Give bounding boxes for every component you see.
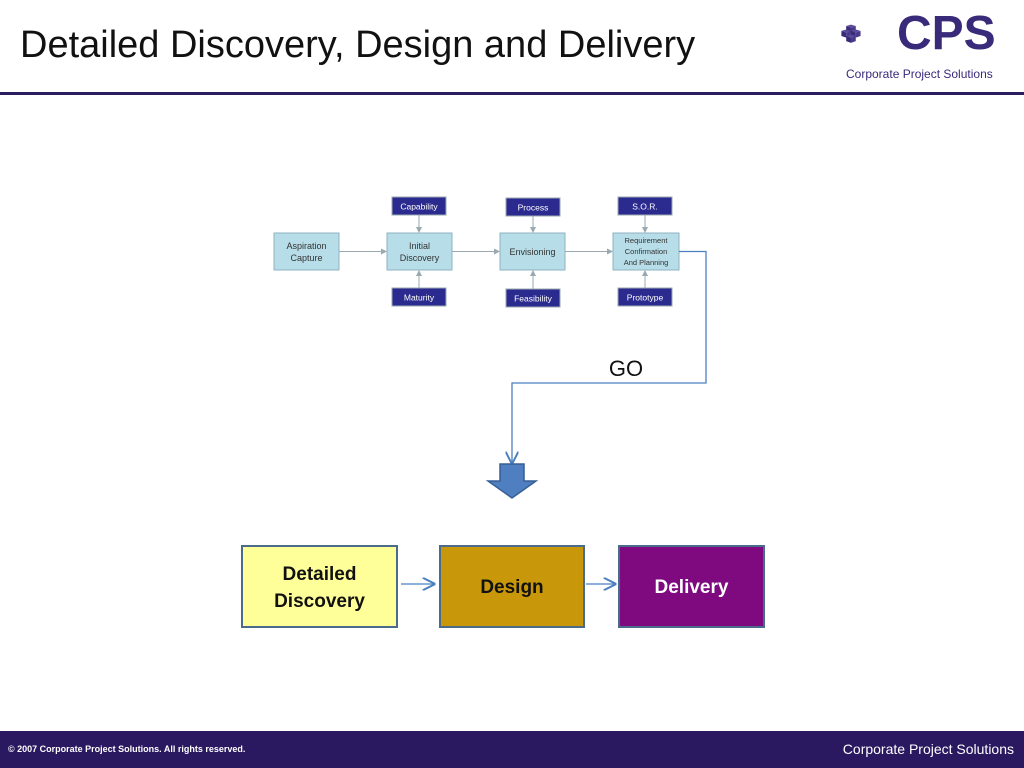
input-maturity: Maturity	[391, 287, 447, 307]
footer-copyright: © 2007 Corporate Project Solutions. All …	[8, 744, 246, 754]
stage-label: Initial	[409, 241, 430, 251]
input-prototype: Prototype	[617, 287, 673, 307]
stage-requirement-confirmation: Requirement Confirmation And Planning	[612, 232, 680, 271]
flow-label: Delivery	[655, 577, 729, 598]
flow-label: Discovery	[274, 591, 365, 612]
flow-detailed-discovery: Detailed Discovery	[241, 545, 398, 628]
stage-label: Aspiration	[286, 241, 326, 251]
stage-label: Confirmation	[625, 247, 668, 256]
title-divider	[0, 92, 1024, 95]
go-label: GO	[609, 356, 643, 381]
stage-aspiration-capture: Aspiration Capture	[273, 232, 340, 271]
flow-design: Design	[439, 545, 585, 628]
stage-label: And Planning	[624, 258, 669, 267]
input-label: Feasibility	[514, 294, 553, 304]
input-label: S.O.R.	[632, 202, 658, 212]
stage-label: Requirement	[625, 236, 669, 245]
footer-company: Corporate Project Solutions	[842, 741, 1014, 757]
flow-label: Design	[480, 577, 543, 598]
flow-label: Detailed	[283, 564, 357, 585]
slide-title: Detailed Discovery, Design and Delivery	[20, 24, 696, 66]
input-process: Process	[505, 197, 561, 217]
input-sor: S.O.R.	[617, 196, 673, 216]
input-label: Process	[518, 203, 549, 213]
go-connector	[512, 250, 707, 464]
flow-delivery: Delivery	[618, 545, 765, 628]
cps-cube-logo-icon	[841, 24, 861, 43]
input-capability: Capability	[391, 196, 447, 216]
input-feasibility: Feasibility	[505, 288, 561, 308]
input-label: Capability	[400, 202, 438, 212]
stage-label: Capture	[290, 253, 322, 263]
input-label: Prototype	[627, 293, 664, 303]
stage-label: Envisioning	[509, 247, 555, 257]
stage-envisioning: Envisioning	[499, 232, 566, 271]
stage-label: Discovery	[400, 253, 440, 263]
logo-tagline: Corporate Project Solutions	[846, 67, 993, 81]
stage-initial-discovery: Initial Discovery	[386, 232, 453, 271]
footer-bar: © 2007 Corporate Project Solutions. All …	[0, 731, 1024, 768]
down-arrow-icon	[485, 463, 539, 499]
logo-mark: CPS	[897, 7, 996, 60]
input-label: Maturity	[404, 293, 435, 303]
